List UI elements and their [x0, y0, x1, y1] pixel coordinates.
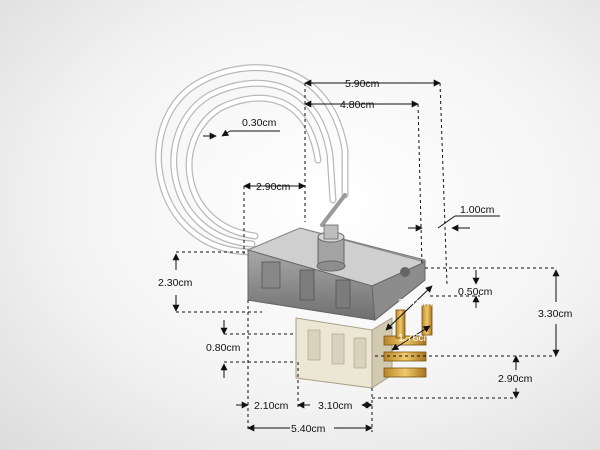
dim-label-3-10: 3.10cm	[318, 400, 353, 412]
dim-label-5-40: 5.40cm	[291, 423, 326, 435]
dim-label-0-30: 0.30cm	[242, 117, 277, 129]
control-shaft	[316, 224, 346, 272]
dim-label-3-30: 3.30cm	[538, 308, 573, 320]
dim-label-2-90-bottom: 2.90cm	[498, 373, 533, 385]
dim-label-5-90: 5.90cm	[345, 78, 380, 90]
dim-label-2-90-top: 2.90cm	[256, 181, 291, 193]
thermostat-body	[246, 227, 427, 321]
dim-label-1-00: 1.00cm	[460, 204, 495, 216]
dim-label-0-80: 0.80cm	[206, 342, 241, 354]
capillary-tube	[155, 64, 349, 256]
dim-label-2-30: 2.30cm	[158, 277, 193, 289]
dim-label-4-80: 4.80cm	[340, 99, 375, 111]
dimension-labels: 5.90cm 4.80cm 0.30cm 2.90cm 1.00cm 2.30c…	[158, 78, 573, 435]
dim-label-1-76: 1.76cm	[398, 332, 433, 344]
dim-label-2-10: 2.10cm	[254, 400, 289, 412]
terminal-block	[295, 317, 393, 389]
dim-label-0-50: 0.50cm	[458, 286, 493, 298]
dimension-lines	[172, 79, 560, 432]
dim-label-2-70: 2.70cm	[398, 297, 433, 309]
